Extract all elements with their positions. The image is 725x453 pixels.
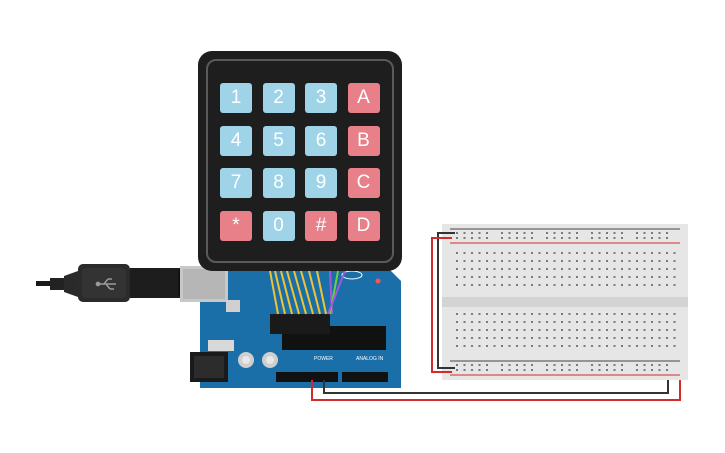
key-8[interactable]: 8 <box>262 168 295 198</box>
key-2[interactable]: 2 <box>262 83 295 113</box>
key-c[interactable]: C <box>347 168 380 198</box>
rail-jumper-red[interactable] <box>431 237 452 373</box>
power-label: POWER <box>314 356 333 362</box>
key-1[interactable]: 1 <box>220 83 252 113</box>
key-b[interactable]: B <box>347 125 380 156</box>
keypad-wires[interactable] <box>269 270 346 315</box>
key-9[interactable]: 9 <box>305 168 337 198</box>
key-6[interactable]: 6 <box>305 125 337 156</box>
dc-jack-inner <box>194 356 224 378</box>
analog-in-label: ANALOG IN <box>356 356 384 362</box>
rail-jumper-wires[interactable] <box>431 232 455 373</box>
key-4[interactable]: 4 <box>220 125 252 156</box>
usb-icon <box>95 278 116 290</box>
rail-jumper-black[interactable] <box>437 232 455 369</box>
crystal <box>208 340 234 351</box>
key-a[interactable]: A <box>347 83 380 113</box>
key-hash[interactable]: # <box>305 210 337 241</box>
key-0[interactable]: 0 <box>262 210 295 241</box>
capacitor-2-top <box>266 356 274 364</box>
reset-button[interactable] <box>226 300 240 312</box>
arduino-logo-icon <box>341 270 363 280</box>
key-d[interactable]: D <box>347 210 380 241</box>
key-star[interactable]: * <box>220 210 252 241</box>
capacitor-1-top <box>242 356 250 364</box>
digital-header <box>270 314 330 334</box>
breadboard-center-channel <box>442 297 688 307</box>
power-header <box>276 372 338 382</box>
power-led <box>375 278 381 284</box>
usb-port-inner <box>183 269 225 299</box>
breadboard-holes <box>456 232 676 371</box>
key-7[interactable]: 7 <box>220 168 252 198</box>
breadboard[interactable] <box>442 224 688 380</box>
key-5[interactable]: 5 <box>262 125 295 156</box>
keypad-frame <box>206 59 394 263</box>
wire-5v-red[interactable] <box>311 370 681 401</box>
analog-header <box>342 372 388 382</box>
arduino-uno-board[interactable] <box>180 266 401 388</box>
key-3[interactable]: 3 <box>305 83 337 113</box>
usb-cable[interactable] <box>36 264 186 302</box>
